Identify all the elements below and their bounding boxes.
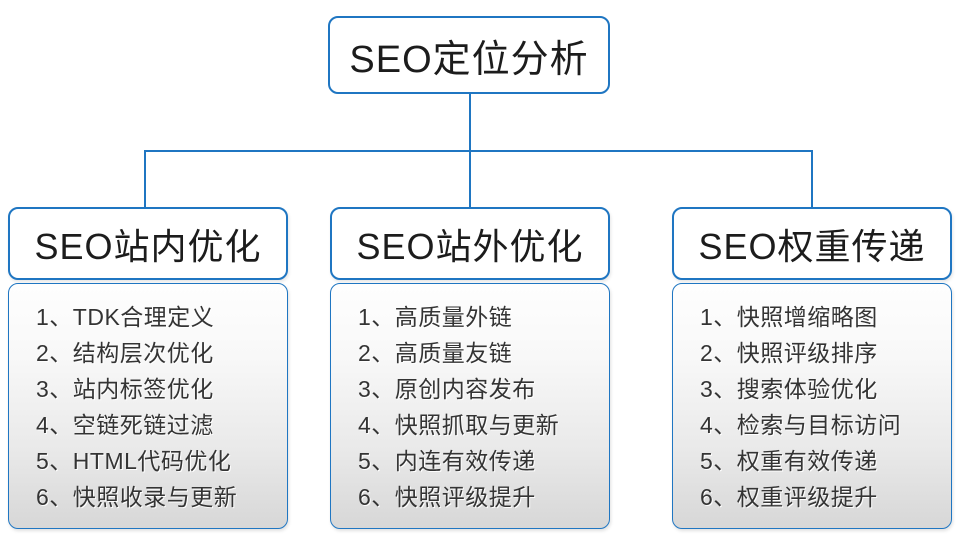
list-item: 1、TDK合理定义 [36,304,215,330]
column-weight-body: 1、快照增缩略图 2、快照评级排序 3、搜索体验优化 4、检索与目标访问 5、权… [672,283,952,529]
list-item: 4、快照抓取与更新 [358,412,560,438]
list-item: 5、权重有效传递 [700,448,878,474]
list-item: 3、搜索体验优化 [700,376,878,402]
column-weight-title: SEO权重传递 [698,225,926,267]
column-onsite-title: SEO站内优化 [34,225,262,267]
column-onsite: SEO站内优化 1、TDK合理定义 2、结构层次优化 3、站内标签优化 4、空链… [8,207,288,529]
column-onsite-header: SEO站内优化 [8,207,288,280]
connector-left-vertical [144,150,146,208]
list-item: 2、结构层次优化 [36,340,214,366]
column-offsite-header: SEO站外优化 [330,207,610,280]
root-node-title: SEO定位分析 [349,38,589,81]
list-item: 6、快照收录与更新 [36,484,238,510]
connector-right-vertical [811,150,813,208]
column-onsite-body: 1、TDK合理定义 2、结构层次优化 3、站内标签优化 4、空链死链过滤 5、H… [8,283,288,529]
column-weight-header: SEO权重传递 [672,207,952,280]
list-item: 1、快照增缩略图 [700,304,878,330]
list-item: 6、快照评级提升 [358,484,536,510]
list-item: 3、站内标签优化 [36,376,214,402]
column-offsite-title: SEO站外优化 [356,225,584,267]
column-offsite: SEO站外优化 1、高质量外链 2、高质量友链 3、原创内容发布 4、快照抓取与… [330,207,610,529]
list-item: 2、高质量友链 [358,340,513,366]
column-weight: SEO权重传递 1、快照增缩略图 2、快照评级排序 3、搜索体验优化 4、检索与… [672,207,952,529]
connector-horizontal [144,150,813,152]
root-node: SEO定位分析 [328,16,610,94]
connector-middle-vertical [469,150,471,208]
list-item: 5、内连有效传递 [358,448,536,474]
list-item: 1、高质量外链 [358,304,513,330]
list-item: 6、权重评级提升 [700,484,878,510]
column-offsite-body: 1、高质量外链 2、高质量友链 3、原创内容发布 4、快照抓取与更新 5、内连有… [330,283,610,529]
list-item: 5、HTML代码优化 [36,448,232,474]
connector-root-vertical [469,94,471,152]
list-item: 4、检索与目标访问 [700,412,902,438]
list-item: 2、快照评级排序 [700,340,878,366]
list-item: 3、原创内容发布 [358,376,536,402]
list-item: 4、空链死链过滤 [36,412,214,438]
